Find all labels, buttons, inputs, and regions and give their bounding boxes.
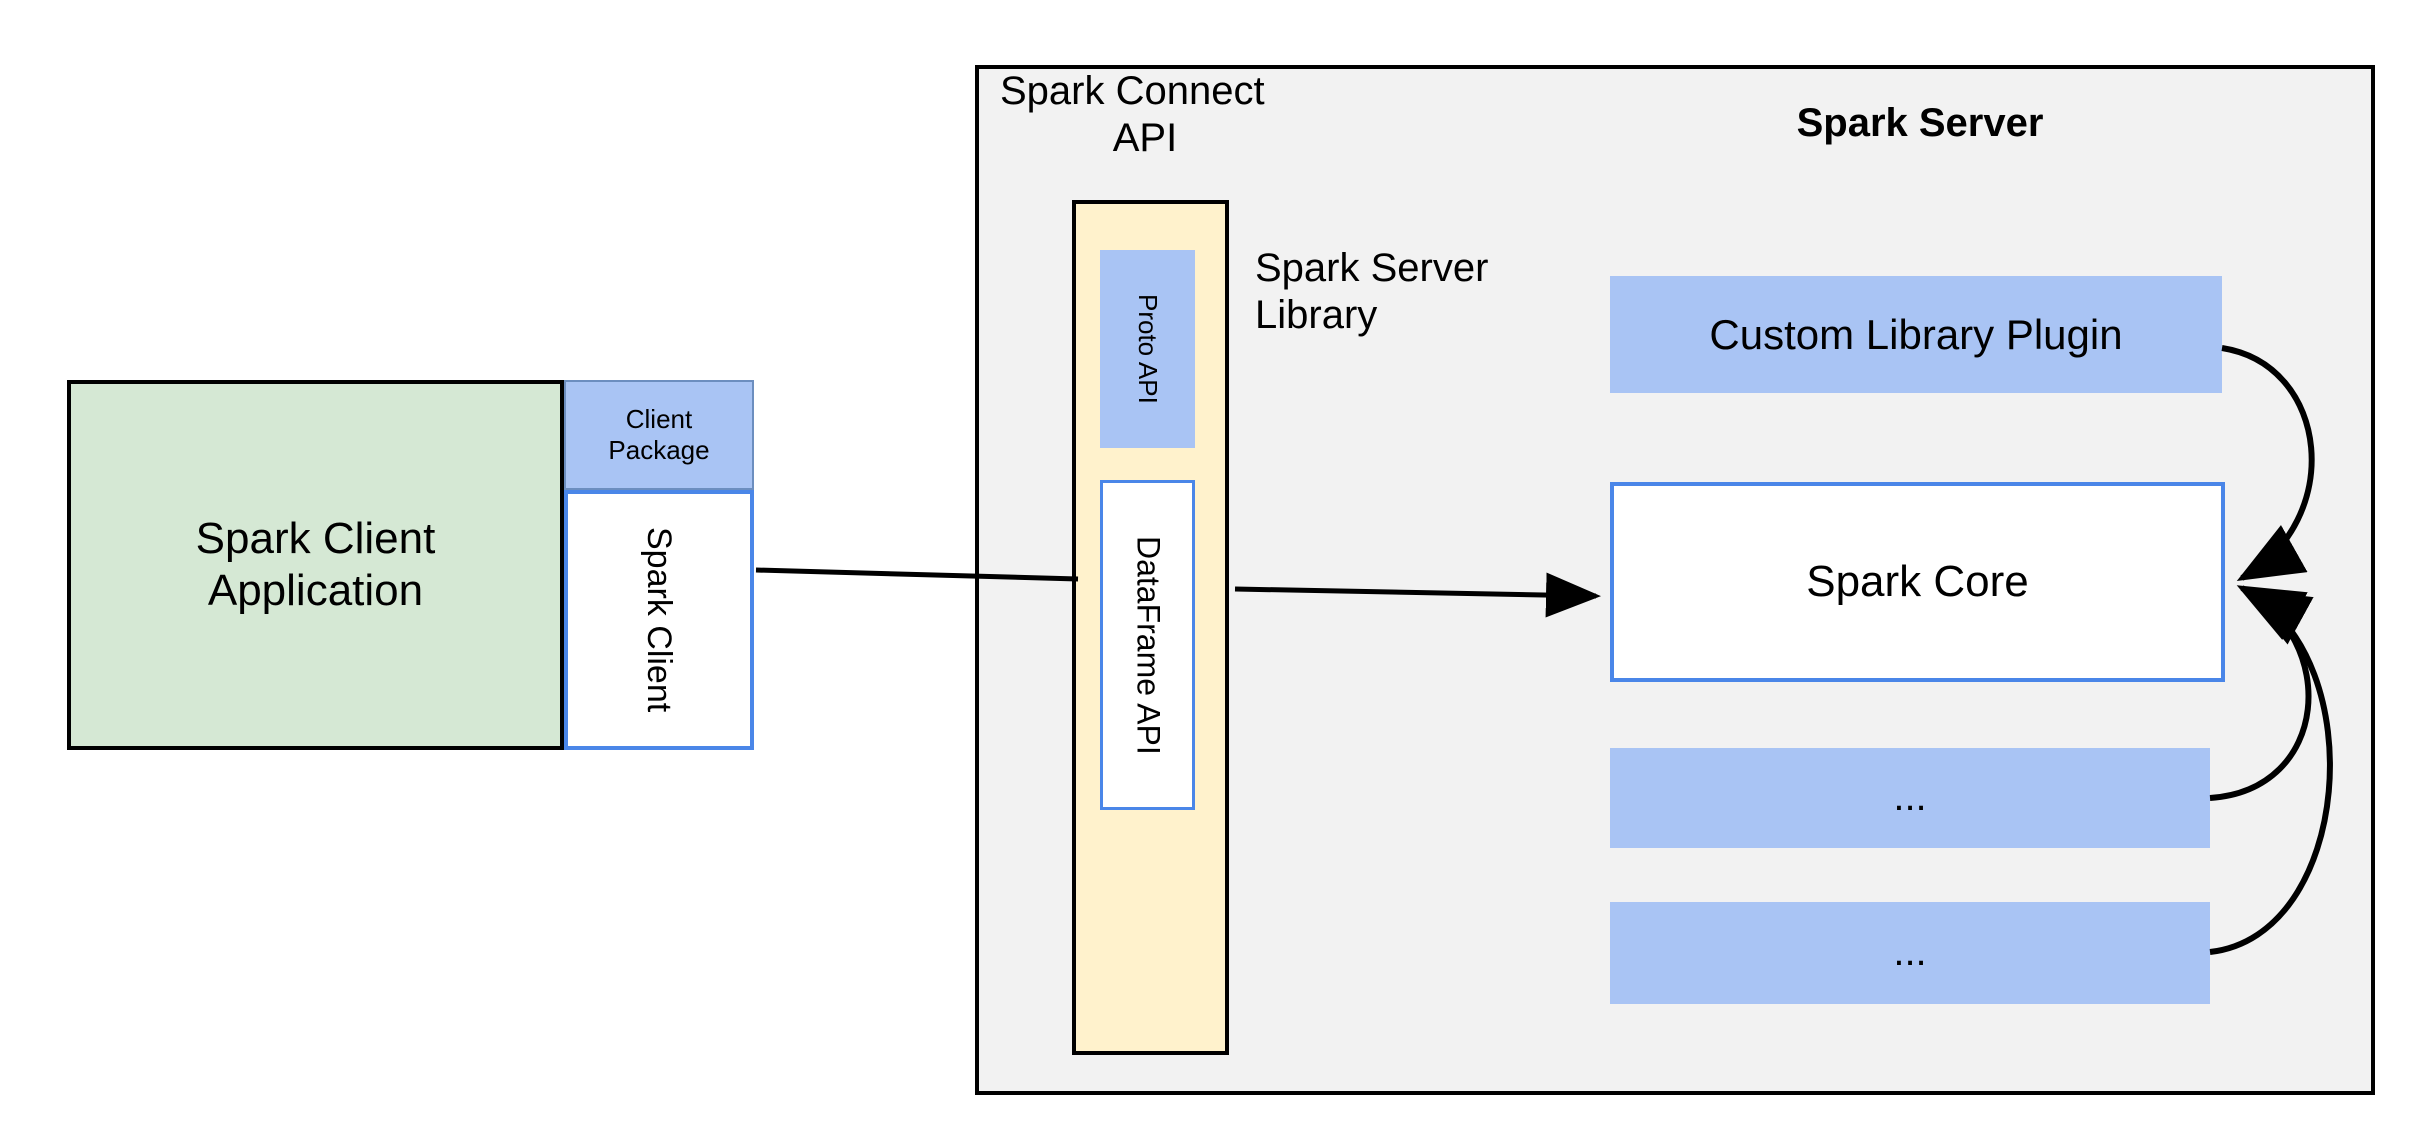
spark-client-application-block[interactable]: Spark Client Application [67,380,564,750]
spark-server-library-label-line2: Library [1255,293,1378,338]
spark-server-library-label: Spark Server Library [1255,245,1545,345]
proto-api-block[interactable]: Proto API [1100,250,1195,448]
spark-server-title: Spark Server [1796,101,2044,146]
dataframe-api-block[interactable]: DataFrame API [1100,480,1195,810]
spark-server-library-label-line1: Spark Server [1255,246,1489,290]
custom-library-plugin-label: Custom Library Plugin [1709,310,2123,358]
spark-core-block[interactable]: Spark Core [1610,482,2225,682]
spark-client-label: Spark Client [640,527,679,713]
dataframe-api-label: DataFrame API [1130,535,1167,755]
server-block-ellipsis-2-label: ... [1893,930,1927,975]
server-block-ellipsis-1-label: ... [1893,775,1927,820]
server-block-ellipsis-1[interactable]: ... [1610,748,2210,848]
spark-client-block[interactable]: Spark Client [564,490,754,750]
server-block-ellipsis-2[interactable]: ... [1610,902,2210,1004]
proto-api-label: Proto API [1132,294,1163,404]
spark-connect-api-label: Spark Connect API [1000,68,1290,178]
spark-connect-api-label-line1: Spark Connect [1000,69,1265,113]
spark-connect-api-label-line2: API [1112,116,1178,161]
spark-client-application-label-line1: Spark Client [195,514,436,564]
spark-core-label: Spark Core [1806,557,2029,607]
spark-client-application-label-line2: Application [207,566,424,615]
client-package-block[interactable]: Client Package [564,380,754,490]
client-package-label-line2: Package [608,435,710,465]
client-package-label-line1: Client [625,404,693,435]
custom-library-plugin-block[interactable]: Custom Library Plugin [1610,276,2222,393]
